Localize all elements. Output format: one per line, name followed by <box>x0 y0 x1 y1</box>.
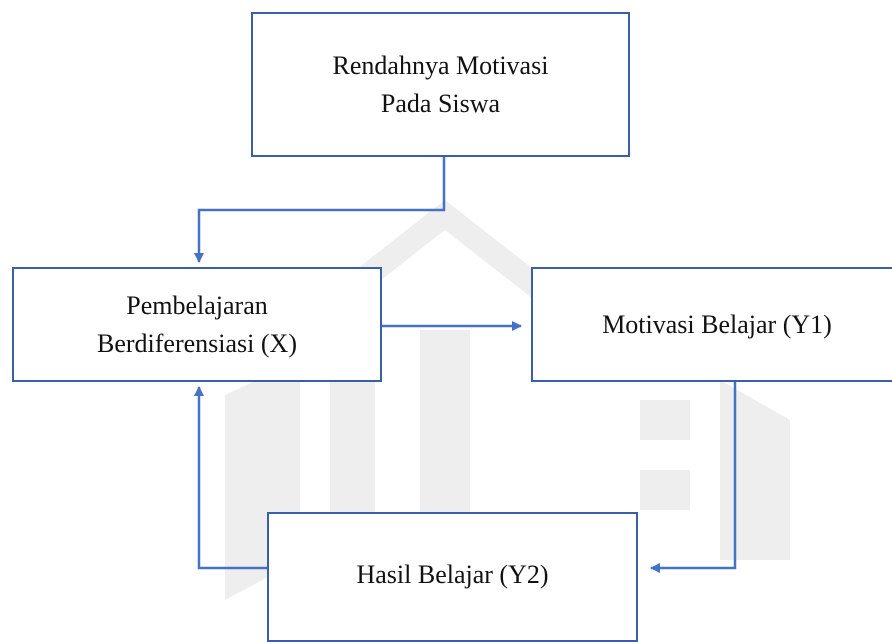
node-label-line: Rendahnya Motivasi <box>332 50 549 80</box>
node-label-line: Motivasi Belajar (Y1) <box>602 309 832 339</box>
node-hasil-belajar: Hasil Belajar (Y2) <box>267 512 638 642</box>
node-label-line: Berdiferensiasi (X) <box>97 328 297 358</box>
connector-layer <box>194 157 737 573</box>
arrow-top-to-left <box>194 157 446 263</box>
node-label-line: Pada Siswa <box>380 88 501 118</box>
arrow-bottom-to-left <box>194 386 267 570</box>
node-pembelajaran-berdiferensiasi: Pembelajaran Berdiferensiasi (X) <box>12 267 382 382</box>
arrow-right-to-bottom <box>650 382 737 573</box>
node-motivasi-belajar: Motivasi Belajar (Y1) <box>531 267 892 382</box>
node-rendahnya-motivasi: Rendahnya Motivasi Pada Siswa <box>251 12 630 157</box>
node-label-line: Pembelajaran <box>126 290 268 320</box>
node-label-line: Hasil Belajar (Y2) <box>356 560 549 589</box>
